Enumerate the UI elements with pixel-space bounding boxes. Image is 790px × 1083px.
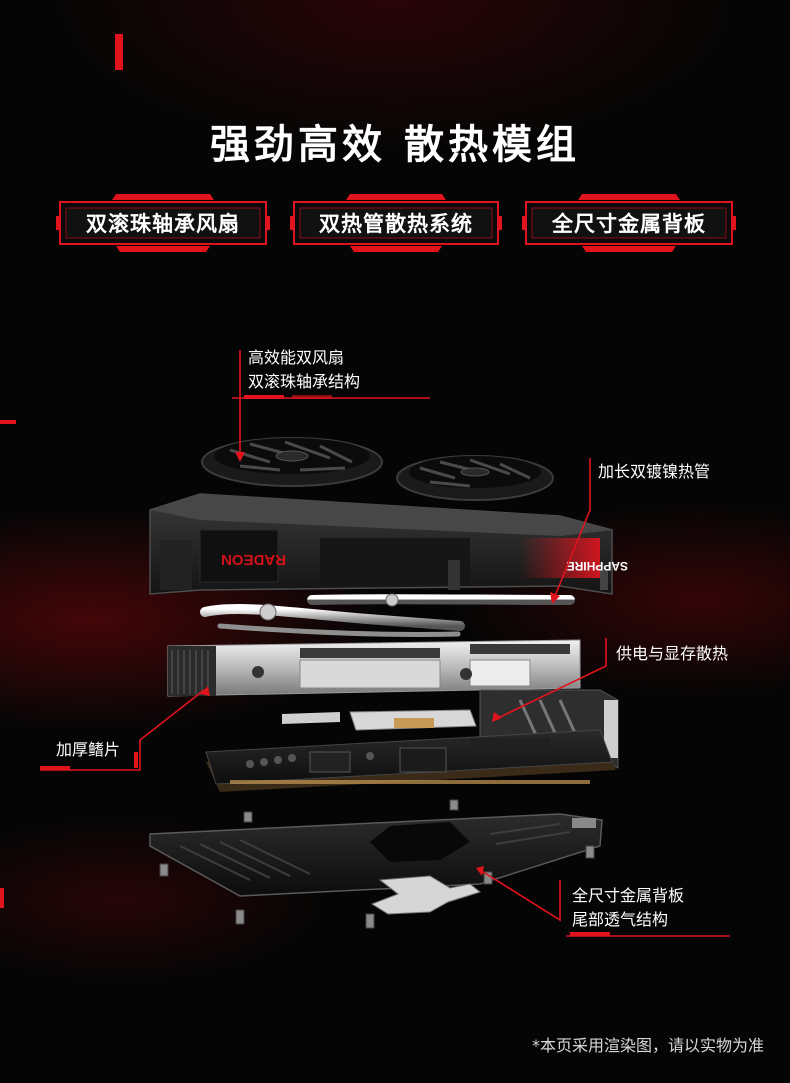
- badge-frame: [56, 194, 270, 252]
- heatpipes: [200, 593, 575, 638]
- feature-badge-backplate: 全尺寸金属背板: [522, 194, 736, 252]
- callout-line-1: 供电与显存散热: [616, 644, 729, 663]
- feature-badge-label: 双滚珠轴承风扇: [86, 212, 240, 236]
- callout-line-1: 加长双镀镍热管: [598, 462, 711, 481]
- exploded-gpu-illustration: RADEON SAPPHIRE: [40, 350, 730, 937]
- badge-frame: [522, 194, 736, 252]
- callout-backplate: 全尺寸金属背板 尾部透气结构: [572, 884, 684, 932]
- callout-line-1: 加厚鳍片: [56, 740, 121, 759]
- accent-mark-top: [115, 34, 123, 70]
- fan-left: [201, 437, 383, 487]
- feature-badge-label: 双热管散热系统: [319, 212, 473, 236]
- feature-badge-label: 全尺寸金属背板: [552, 212, 706, 236]
- radeon-logo: RADEON: [221, 551, 286, 568]
- callout-deco: [40, 395, 610, 936]
- render-disclaimer: *本页采用渲染图，请以实物为准: [531, 1036, 764, 1055]
- callout-fins: 加厚鳍片: [56, 738, 120, 762]
- badge-frame: [290, 194, 502, 252]
- accent-mark-left: [0, 420, 16, 424]
- heatsink-fins: [167, 639, 581, 697]
- callout-line-1: 全尺寸金属背板: [572, 886, 685, 905]
- x-bracket: [370, 875, 482, 915]
- callout-fan: 高效能双风扇 双滚珠轴承结构: [248, 346, 360, 394]
- callout-line-1: 高效能双风扇: [248, 348, 345, 367]
- feature-badge-heatpipes: 双热管散热系统: [290, 194, 502, 252]
- pcb-board: [205, 729, 616, 792]
- callout-heatpipe: 加长双镀镍热管: [598, 460, 710, 484]
- cooler-shroud: [149, 493, 613, 595]
- metal-backplate: [149, 813, 603, 897]
- vrm-memory-cooling: [282, 709, 477, 731]
- sapphire-logo: SAPPHIRE: [567, 559, 628, 573]
- fan-right: [396, 455, 554, 501]
- feature-badge-fans: 双滚珠轴承风扇: [56, 194, 270, 252]
- callout-vrm: 供电与显存散热: [616, 642, 728, 666]
- callout-lines: [40, 350, 730, 937]
- page-title: 强劲高效 散热模组: [210, 122, 580, 168]
- callout-line-2: 尾部透气结构: [572, 910, 669, 929]
- callout-line-2: 双滚珠轴承结构: [248, 372, 361, 391]
- accent-mark-left-bottom: [0, 888, 4, 908]
